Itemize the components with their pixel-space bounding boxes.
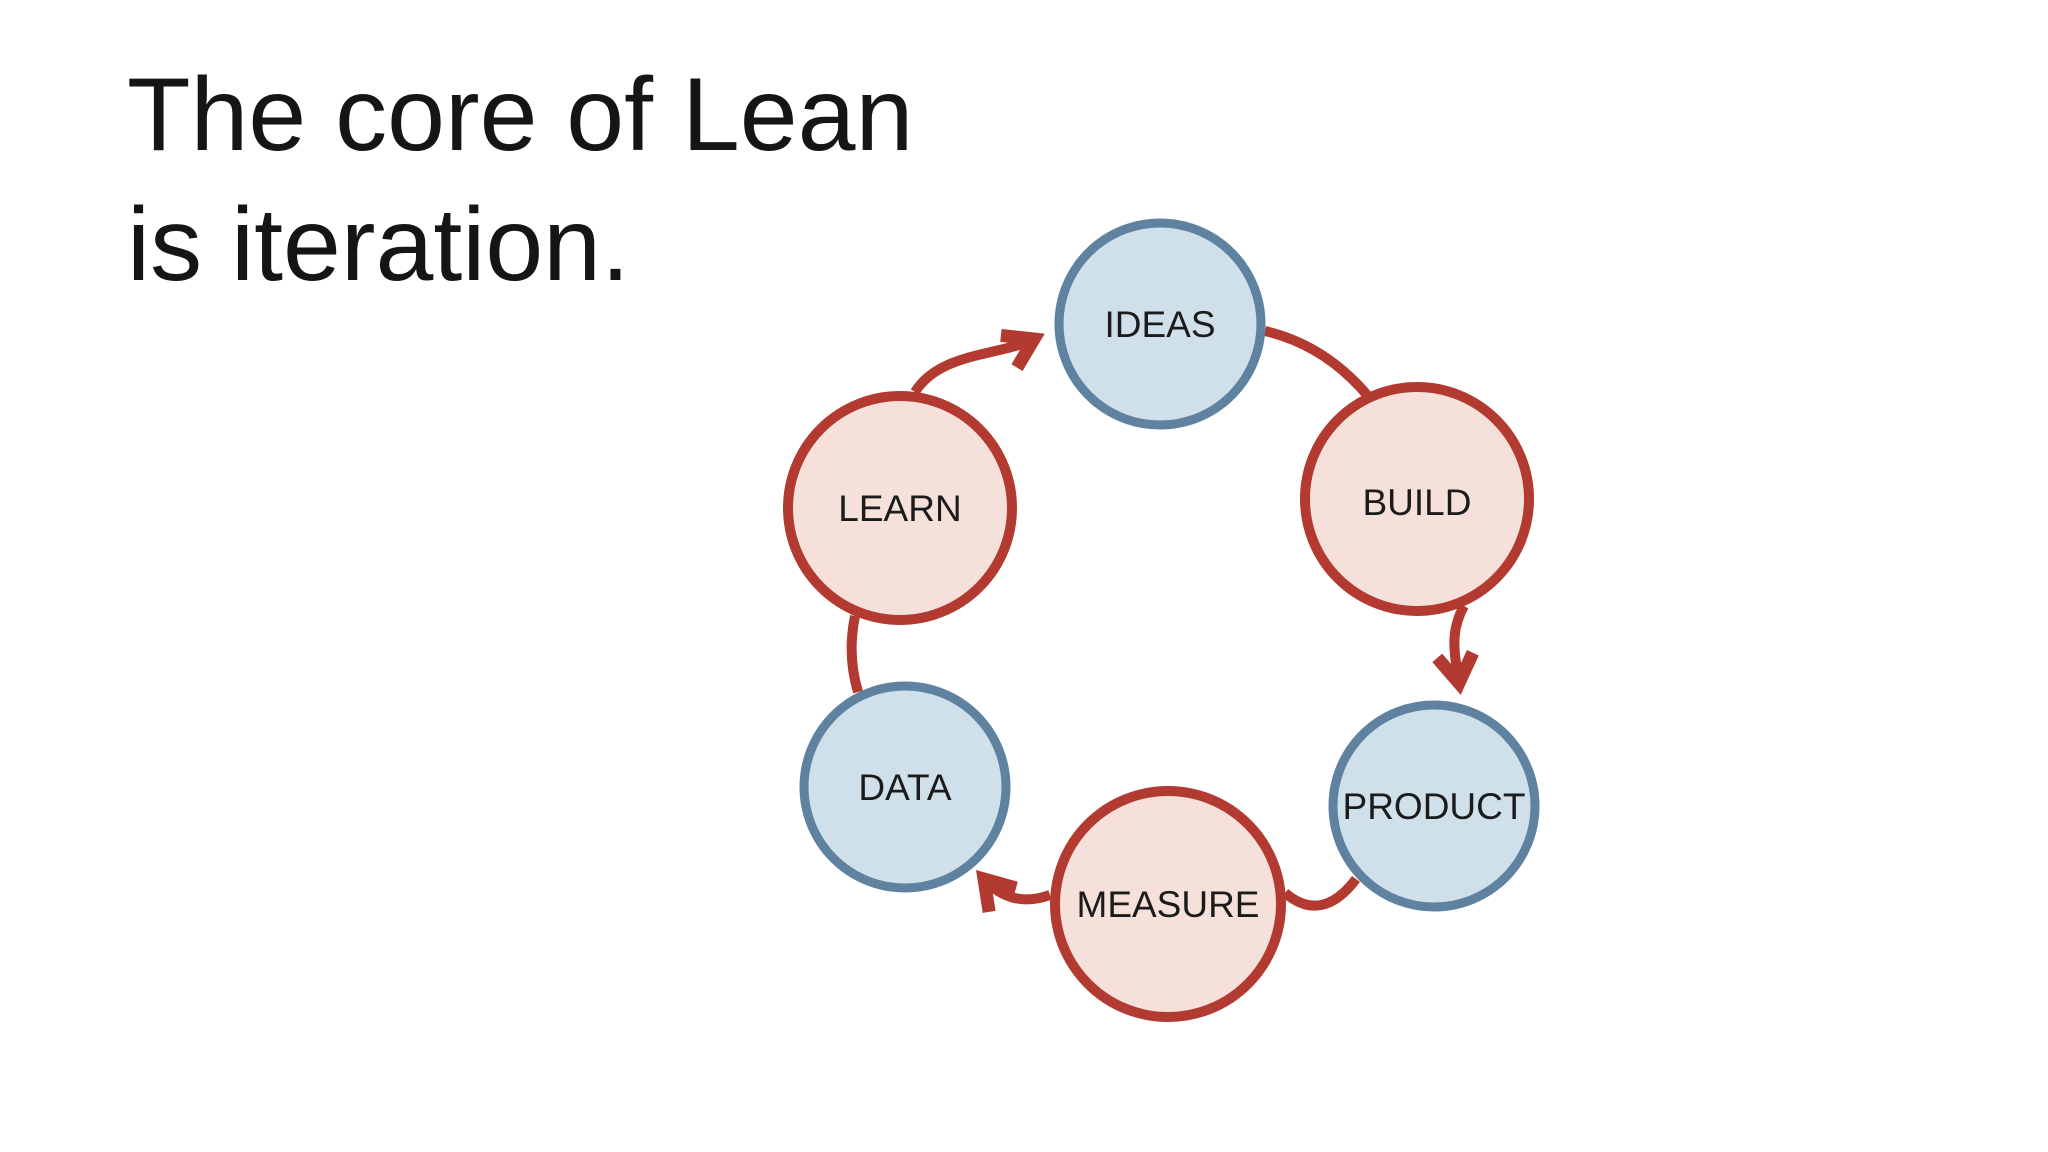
node-measure: MEASURE xyxy=(1050,786,1286,1022)
connector-build-to-product-arrow xyxy=(1432,603,1479,695)
node-product-circle xyxy=(1328,700,1540,912)
slide-title-line1: The core of Lean xyxy=(127,57,914,173)
connector-product-to-measure xyxy=(1281,875,1360,911)
node-ideas-circle xyxy=(1054,218,1266,430)
node-ideas: IDEAS xyxy=(1054,218,1266,430)
node-learn: LEARN xyxy=(783,391,1017,625)
connector-ideas-to-build xyxy=(1263,326,1372,400)
node-learn-label: LEARN xyxy=(838,488,961,529)
node-product-label: PRODUCT xyxy=(1343,786,1526,827)
node-build-label: BUILD xyxy=(1363,482,1472,523)
node-measure-label: MEASURE xyxy=(1077,884,1260,925)
connector-measure-to-data-arrow xyxy=(976,870,1052,913)
node-data-label: DATA xyxy=(858,767,952,808)
connector-learn-to-ideas-arrow xyxy=(910,328,1045,395)
node-ideas-label: IDEAS xyxy=(1104,304,1215,345)
node-learn-circle xyxy=(783,391,1017,625)
node-data: DATA xyxy=(799,681,1011,893)
slide-title: The core of Lean is iteration. xyxy=(127,50,913,310)
node-product: PRODUCT xyxy=(1328,700,1540,912)
connector-data-to-learn xyxy=(846,614,863,694)
node-measure-circle xyxy=(1050,786,1286,1022)
node-build-circle xyxy=(1300,382,1534,616)
slide-title-line2: is iteration. xyxy=(127,187,630,303)
node-data-circle xyxy=(799,681,1011,893)
node-build: BUILD xyxy=(1300,382,1534,616)
